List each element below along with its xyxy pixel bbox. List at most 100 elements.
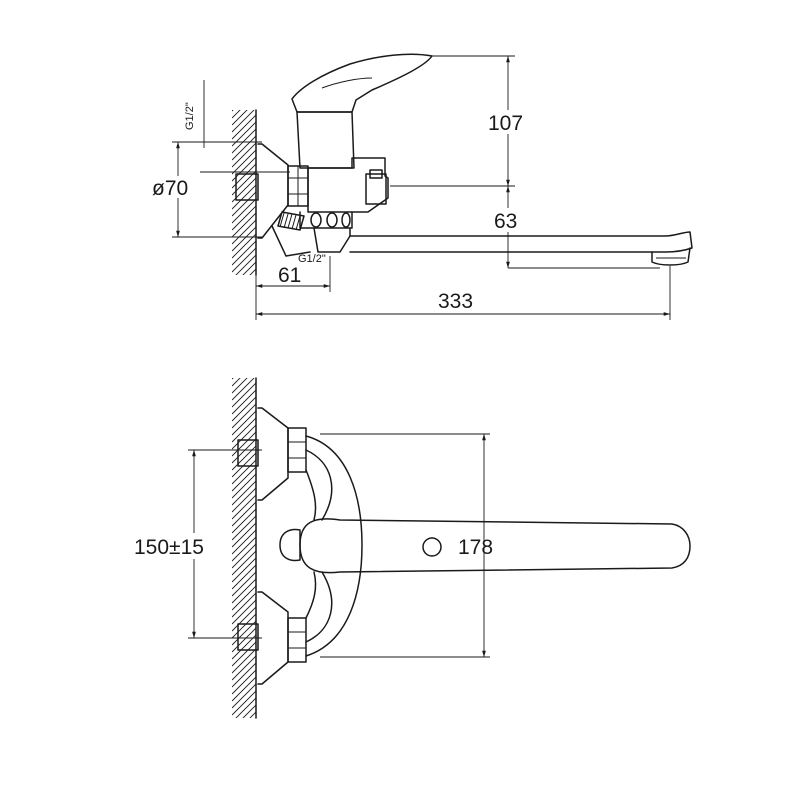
hatch-line [232, 529, 256, 555]
hatch-line [232, 205, 256, 231]
hatch-line [232, 198, 256, 224]
inlet-upper [237, 439, 259, 467]
hatch-line [232, 431, 256, 457]
hatch-line [232, 683, 256, 709]
hatch-line [232, 452, 256, 478]
top-view: 150±15 178 [132, 348, 691, 771]
hatch-line [232, 662, 256, 688]
cartridge-cap [279, 528, 301, 562]
thread-top-label: G1/2" [184, 102, 196, 130]
hatch-line [232, 438, 256, 464]
hatch-line [232, 382, 256, 408]
hatch-line [232, 378, 241, 387]
body-arc-outer [305, 435, 363, 657]
hatch-line [232, 135, 256, 161]
hatch-line [232, 389, 256, 415]
handle-lever [291, 53, 433, 113]
hatch-line [232, 240, 256, 266]
spout [349, 231, 693, 253]
hatch-line [232, 283, 256, 307]
dia-label-bg [150, 176, 198, 198]
spacing-label: 150±15 [134, 536, 204, 559]
hatch-line [232, 676, 256, 702]
hatch-line [232, 459, 256, 485]
hatch-line [232, 641, 256, 667]
hatch-line [232, 599, 256, 625]
hatch-line [232, 219, 256, 245]
hatch-line [232, 378, 234, 380]
hatch-line [232, 620, 256, 646]
hatch-line [232, 184, 256, 210]
hatch-line [232, 304, 256, 328]
hatch-line [232, 290, 256, 314]
offset-label: 61 [278, 264, 301, 287]
hatch-line [232, 396, 256, 422]
hatch-line [232, 410, 256, 436]
hatch-line [232, 543, 256, 569]
hatch-line [232, 494, 256, 520]
thread-bottom-label: G1/2" [298, 253, 326, 265]
arm-lower [305, 571, 317, 619]
width-label: 178 [458, 536, 493, 559]
cartridge-housing [296, 111, 355, 169]
side-view: G1/2" ø70 [150, 53, 693, 328]
diverter-knob [365, 173, 387, 205]
hatch-line [232, 550, 256, 576]
hatch-line [232, 378, 255, 401]
thread-leader [271, 225, 311, 257]
diameter-label: ø70 [152, 177, 188, 200]
hatch-line [232, 592, 256, 618]
inlet-pipe [235, 173, 259, 201]
body-arc-inner-top [305, 449, 333, 521]
hatch-line [232, 276, 256, 300]
hatch-line [235, 254, 256, 275]
hatch-line [242, 261, 256, 275]
hatch-line [232, 128, 256, 154]
hatch-line [232, 191, 256, 217]
height-label-bg [486, 110, 532, 134]
hatch-line [232, 557, 256, 583]
hatch-line [232, 480, 256, 506]
hatch-line [232, 627, 256, 653]
hatch-line [232, 297, 256, 321]
hatch-line [232, 522, 256, 548]
spacing-label-bg [132, 533, 224, 559]
hatch-line [232, 378, 248, 394]
wall-hatch-bottom [232, 348, 256, 771]
hatch-line [232, 403, 256, 429]
hatch-line [232, 747, 256, 771]
swivel-collar [313, 227, 351, 253]
hatch-line [249, 268, 256, 275]
hatch-line [232, 733, 256, 757]
diverter-cap [369, 169, 383, 179]
hatch-line [232, 80, 256, 104]
hatch-line [232, 226, 256, 252]
hatch-line [242, 704, 256, 718]
hatch-line [232, 515, 256, 541]
handle-hole [422, 537, 442, 557]
hatch-line [232, 487, 256, 513]
flange-lower [257, 591, 289, 685]
hatch-line [232, 719, 256, 743]
handle-lever-top [299, 518, 691, 574]
hatch-line [232, 348, 256, 372]
hatch-line [232, 501, 256, 527]
hatch-line [232, 142, 256, 168]
hatch-line [232, 585, 256, 611]
hatch-line [232, 571, 256, 597]
hatch-line [232, 149, 256, 175]
outlet-thread-lines [279, 212, 301, 231]
hatch-line [232, 606, 256, 632]
hatch-line [232, 110, 234, 112]
hatch-line [232, 740, 256, 764]
escutcheon-flange [257, 143, 289, 239]
wall-hatch-top [232, 80, 256, 328]
hatch-line [232, 233, 256, 259]
hatch-line [235, 697, 256, 718]
length-label: 333 [438, 290, 473, 313]
handle-crease [321, 77, 373, 89]
spout-label-bg [492, 208, 526, 232]
hatch-line [232, 417, 256, 443]
flange-upper [257, 407, 289, 501]
